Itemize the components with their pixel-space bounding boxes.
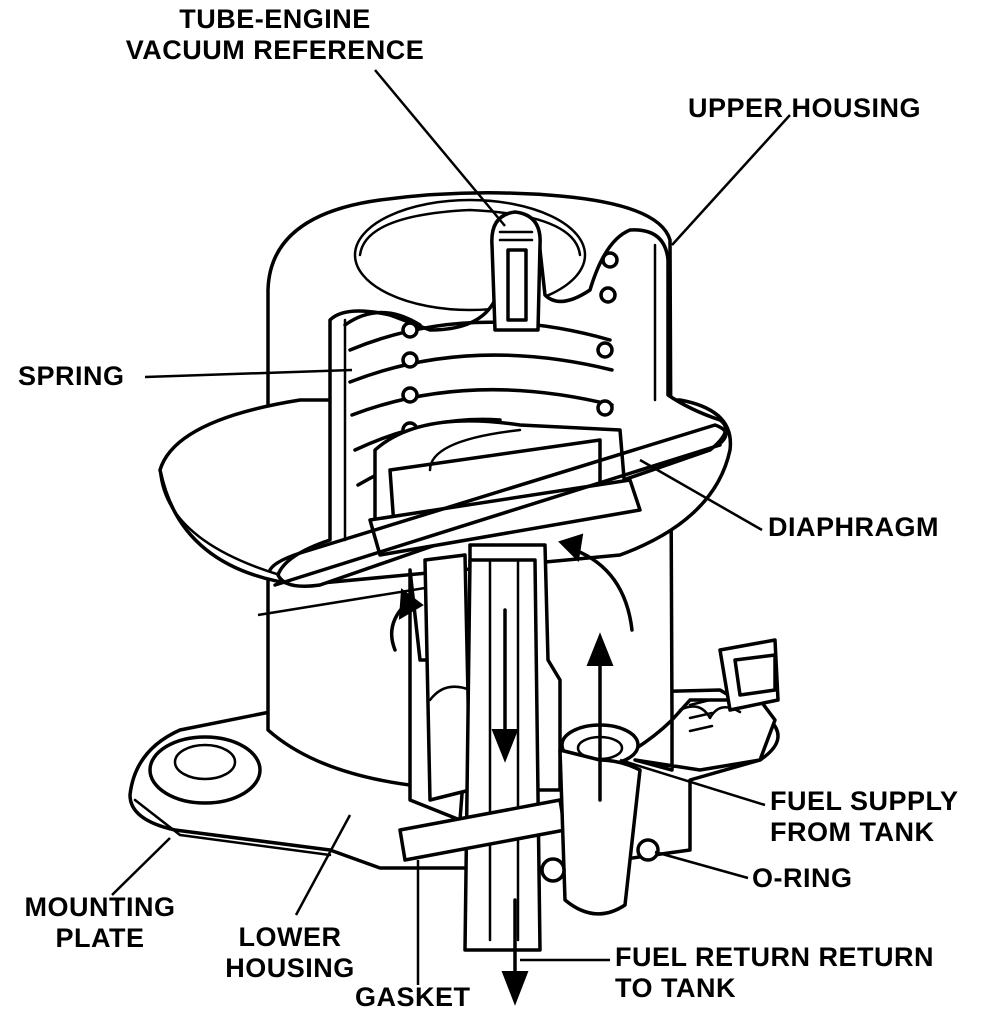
vacuum-tube xyxy=(490,210,542,332)
label-tube-engine-line1: TUBE-ENGINE xyxy=(179,4,371,34)
label-fuel-return-line1: FUEL RETURN RETURN xyxy=(615,942,934,972)
label-lower-housing-line1: LOWER xyxy=(238,922,342,952)
label-fuel-supply-from-tank: FUEL SUPPLY FROM TANK xyxy=(770,786,959,848)
label-spring: SPRING xyxy=(18,361,125,391)
label-tube-engine-line2: VACUUM REFERENCE xyxy=(125,35,425,65)
flow-arrows xyxy=(389,533,634,1006)
label-tube-engine-vacuum-reference: TUBE-ENGINE VACUUM REFERENCE xyxy=(95,4,455,66)
fuel-supply-fitting xyxy=(540,698,777,916)
label-diaphragm: DIAPHRAGM xyxy=(768,512,939,542)
label-o-ring: O-RING xyxy=(752,863,853,893)
diaphragm-lip xyxy=(268,423,728,587)
label-lower-housing: LOWER HOUSING xyxy=(210,922,370,984)
label-mounting-plate-line2: PLATE xyxy=(55,923,145,953)
label-gasket: GASKET xyxy=(355,982,471,1012)
label-fuel-return-to-tank: FUEL RETURN RETURN TO TANK xyxy=(615,942,934,1004)
label-fuel-supply-line2: FROM TANK xyxy=(770,817,935,847)
leader-lines xyxy=(111,69,791,985)
label-mounting-plate-line1: MOUNTING xyxy=(24,892,176,922)
diaphragm xyxy=(368,419,642,557)
label-fuel-supply-line1: FUEL SUPPLY xyxy=(770,786,959,816)
label-mounting-plate: MOUNTING PLATE xyxy=(0,892,200,954)
label-upper-housing: UPPER HOUSING xyxy=(688,93,922,123)
label-lower-housing-line2: HOUSING xyxy=(225,953,355,983)
adjuster xyxy=(688,638,780,733)
label-fuel-return-line2: TO TANK xyxy=(615,973,736,1003)
